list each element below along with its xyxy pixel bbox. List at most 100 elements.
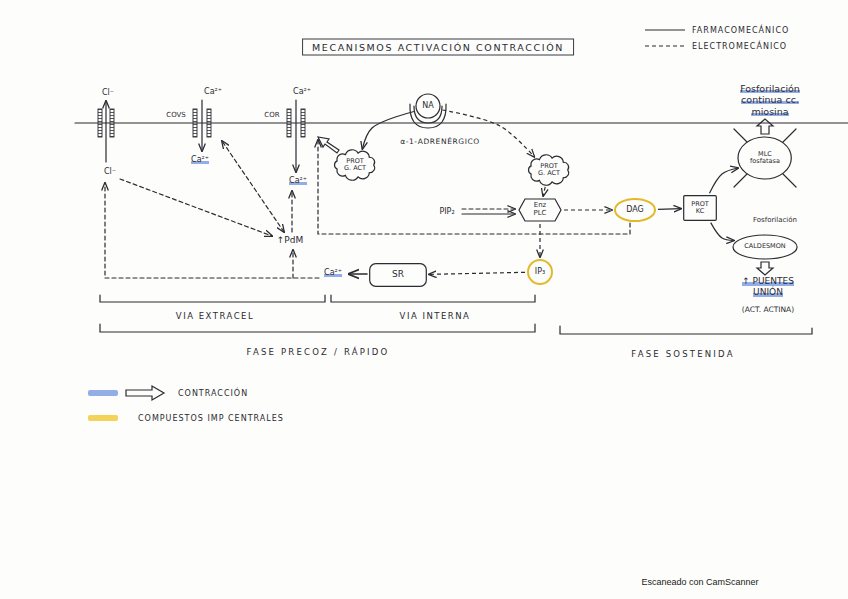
label-box: COVS xyxy=(166,111,186,119)
label-box: Ca²⁺ xyxy=(324,268,342,278)
label: Ca²⁺ xyxy=(324,268,342,277)
label: Ca²⁺ xyxy=(204,87,222,96)
label-box: α-1-ADRENÉRGICO xyxy=(400,137,480,146)
label-box: Ca²⁺ xyxy=(289,176,307,186)
hollow-arrow xyxy=(757,262,773,275)
label: COVS xyxy=(166,111,186,119)
label: Cl⁻ xyxy=(104,167,116,176)
ellipse-node: NA xyxy=(415,93,441,119)
connector xyxy=(442,110,534,157)
cloud-node: PROT G. ACT xyxy=(527,155,571,185)
hex-node: Enz PLC xyxy=(518,198,562,222)
node-text: PROT G. ACT xyxy=(536,163,562,177)
label-box: Ca²⁺ xyxy=(293,87,311,97)
hollow-arrow xyxy=(757,119,773,134)
label: Fosforilación xyxy=(753,216,797,224)
ion-flow-arrow xyxy=(105,101,106,162)
node-text-group: Enz PLC xyxy=(529,202,551,217)
legend-line-sample xyxy=(645,45,685,46)
node-text: Enz PLC xyxy=(529,202,551,217)
label: Fosforilación continua cc. miosina xyxy=(740,83,800,117)
legend-text: COMPUESTOS IMP CENTRALES xyxy=(138,414,284,423)
label-box: ↑PdM xyxy=(277,235,303,246)
membrane-line xyxy=(75,122,848,123)
node-text: SR xyxy=(392,270,404,280)
label-box: Ca²⁺ xyxy=(191,155,209,165)
legend-text: FARMACOMECÁNICO xyxy=(692,26,789,35)
ellipse-node: IP₃ xyxy=(527,259,553,285)
node-text: NA xyxy=(422,102,433,111)
rect-node: PROT KC xyxy=(683,195,717,221)
label-box: Ca²⁺ xyxy=(204,87,222,97)
label-box: FASE SOSTENIDA xyxy=(631,349,734,359)
label-box: Fosforilación continua cc. miosina xyxy=(728,83,812,117)
label: ↑PdM xyxy=(277,235,303,245)
node-text: CALDESMON xyxy=(744,243,785,250)
connector xyxy=(539,224,540,257)
ellipse-node: MLC fosfatasa xyxy=(737,136,792,180)
label-box: ↑ PUENTES UNIÓN xyxy=(736,276,800,298)
label: FASE PRECOZ / RÁPIDO xyxy=(247,347,390,357)
label: Ca²⁺ xyxy=(289,176,307,185)
inhibition-cross xyxy=(734,129,796,187)
label-box: (ACT. ACTINA) xyxy=(742,305,794,314)
connector xyxy=(429,272,525,274)
node-text: DAG xyxy=(626,206,644,215)
node-text-group: CALDESMON xyxy=(744,243,785,250)
label-box: FASE PRECOZ / RÁPIDO xyxy=(247,347,390,357)
title: MECANISMOS ACTIVACIÓN CONTRACCIÓN xyxy=(302,39,574,56)
label: FASE SOSTENIDA xyxy=(631,349,734,359)
node-text-group: DAG xyxy=(626,206,644,215)
pathway-arrow xyxy=(462,213,515,214)
release-arrow xyxy=(349,273,367,275)
label: Cl⁻ xyxy=(102,88,114,97)
label: (ACT. ACTINA) xyxy=(742,305,794,314)
label-box: VIA EXTRACEL xyxy=(176,311,254,321)
cloud-node: PROT G. ACT xyxy=(333,150,377,180)
node-text-group: MLC fosfatasa xyxy=(748,151,782,165)
node-text: MLC fosfatasa xyxy=(748,151,782,165)
hollow-arrow xyxy=(318,137,339,153)
label-box: Cl⁻ xyxy=(104,167,116,177)
label-box: PIP₂ xyxy=(439,207,454,217)
label: VIA INTERNA xyxy=(400,311,471,321)
bracket xyxy=(100,295,812,334)
node-text: PROT KC xyxy=(688,201,712,215)
connector xyxy=(709,168,738,193)
hollow-arrow xyxy=(126,386,164,400)
connector xyxy=(658,208,681,210)
legend-line-sample xyxy=(645,29,685,30)
legend-swatch xyxy=(88,390,118,396)
legend-text: CONTRACCIÓN xyxy=(178,389,248,398)
dashed-pathway xyxy=(105,140,630,278)
node-text-group: NA xyxy=(422,102,433,111)
label: Ca²⁺ xyxy=(191,155,209,164)
label: α-1-ADRENÉRGICO xyxy=(400,137,480,146)
label: ↑ PUENTES UNIÓN xyxy=(742,276,794,297)
node-text-group: SR xyxy=(392,270,404,280)
label: VIA EXTRACEL xyxy=(176,311,254,321)
ion-flow-arrow xyxy=(201,100,202,151)
node-text: IP₃ xyxy=(535,268,545,277)
legend-swatch xyxy=(88,415,118,421)
label: Escaneado con CamScanner xyxy=(641,577,758,587)
ellipse-node: DAG xyxy=(614,198,656,222)
node-text-group: IP₃ xyxy=(535,268,545,277)
label: COR xyxy=(264,111,279,119)
ion-flow-arrow xyxy=(295,100,296,172)
node-text-group: PROT KC xyxy=(688,201,712,215)
label-box: Escaneado con CamScanner xyxy=(641,577,758,588)
label: Ca²⁺ xyxy=(293,87,311,96)
round-node: SR xyxy=(369,263,427,287)
label-box: COR xyxy=(264,111,279,119)
label: PIP₂ xyxy=(439,207,454,216)
node-text-group: PROT G. ACT xyxy=(342,158,368,172)
connector xyxy=(564,209,612,210)
label-box: VIA INTERNA xyxy=(400,311,471,321)
node-text-group: PROT G. ACT xyxy=(536,163,562,177)
label-box: Fosforilación xyxy=(753,216,797,224)
legend-text: ELECTROMECÁNICO xyxy=(692,42,787,51)
connector xyxy=(711,223,734,241)
